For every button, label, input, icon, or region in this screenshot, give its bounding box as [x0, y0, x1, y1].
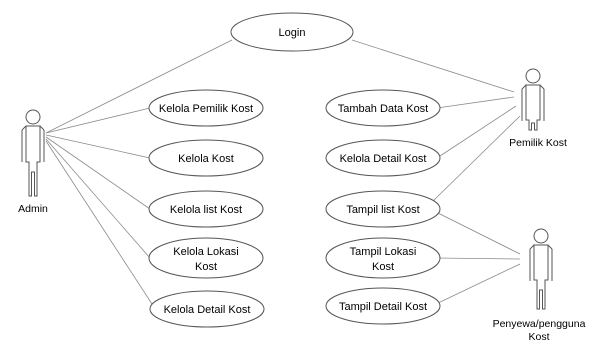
assoc-penyewa-tampil-lokasi — [435, 257, 521, 260]
use-case-kelola-detail-kost-admin: Kelola Detail Kost — [149, 290, 265, 328]
assoc-penyewa-tampil-list — [435, 211, 521, 255]
use-case-login: Login — [230, 12, 354, 52]
use-case-kelola-lokasi-kost-label-line2: Kost — [195, 261, 217, 273]
assoc-penyewa-tampil-detail — [435, 263, 521, 305]
use-case-kelola-list-kost-label: Kelola list Kost — [170, 204, 242, 216]
assoc-admin-kelola-detail — [45, 140, 153, 305]
use-case-kelola-list-kost: Kelola list Kost — [148, 190, 264, 228]
use-case-login-label: Login — [279, 27, 306, 39]
actor-penyewa-kost-label-line1: Penyewa/pengguna — [493, 318, 586, 330]
use-case-tampil-detail-kost: Tampil Detail Kost — [325, 287, 441, 325]
actor-pemilik-kost-label: Pemilik Kost — [509, 137, 567, 149]
use-case-kelola-pemilik-kost-label: Kelola Pemilik Kost — [159, 103, 253, 115]
assoc-admin-login — [45, 39, 233, 134]
use-case-kelola-detail-kost-admin-label: Kelola Detail Kost — [164, 304, 251, 316]
use-case-tampil-list-kost: Tampil list Kost — [325, 190, 441, 228]
use-case-tampil-lokasi-kost-label-line2: Kost — [372, 261, 394, 273]
use-case-kelola-pemilik-kost: Kelola Pemilik Kost — [148, 89, 264, 127]
use-case-tambah-data-kost-label: Tambah Data Kost — [338, 103, 429, 115]
actor-admin-label: Admin — [18, 203, 48, 215]
use-case-tambah-data-kost: Tambah Data Kost — [325, 89, 441, 127]
use-case-tampil-lokasi-kost: Tampil Lokasi Kost — [325, 237, 441, 279]
use-case-kelola-kost-label: Kelola Kost — [178, 153, 234, 165]
actor-penyewa-kost-label-line2: Kost — [528, 331, 549, 343]
use-case-tampil-list-kost-label: Tampil list Kost — [346, 204, 419, 216]
assoc-pemilik-kelola-detail — [436, 105, 517, 159]
assoc-pemilik-tampil-list — [431, 115, 521, 203]
use-case-kelola-lokasi-kost-label-line1: Kelola Lokasi — [173, 246, 238, 258]
actor-pemilik-kost-icon — [521, 68, 545, 131]
assoc-admin-kelola-pemilik — [45, 107, 151, 134]
actor-penyewa-kost-icon — [529, 228, 553, 310]
assoc-admin-kelola-kost — [45, 134, 151, 159]
use-case-tampil-lokasi-kost-label-line1: Tampil Lokasi — [350, 246, 417, 258]
assoc-pemilik-login — [351, 39, 515, 93]
assoc-admin-kelola-list — [45, 136, 151, 210]
actor-admin: Admin — [18, 109, 48, 215]
use-case-tampil-detail-kost-label: Tampil Detail Kost — [339, 301, 427, 313]
assoc-pemilik-tambah — [436, 96, 515, 109]
assoc-admin-kelola-lokasi — [45, 138, 151, 259]
associations — [45, 39, 521, 305]
use-case-kelola-detail-kost-pemilik-label: Kelola Detail Kost — [340, 153, 427, 165]
use-case-kelola-detail-kost-pemilik: Kelola Detail Kost — [325, 139, 441, 177]
use-case-kelola-lokasi-kost: Kelola Lokasi Kost — [148, 237, 264, 279]
actor-pemilik-kost: Pemilik Kost — [509, 68, 567, 149]
use-case-kelola-kost: Kelola Kost — [148, 139, 264, 177]
actor-admin-icon — [21, 109, 45, 197]
actor-penyewa-kost: Penyewa/pengguna Kost — [493, 228, 586, 343]
